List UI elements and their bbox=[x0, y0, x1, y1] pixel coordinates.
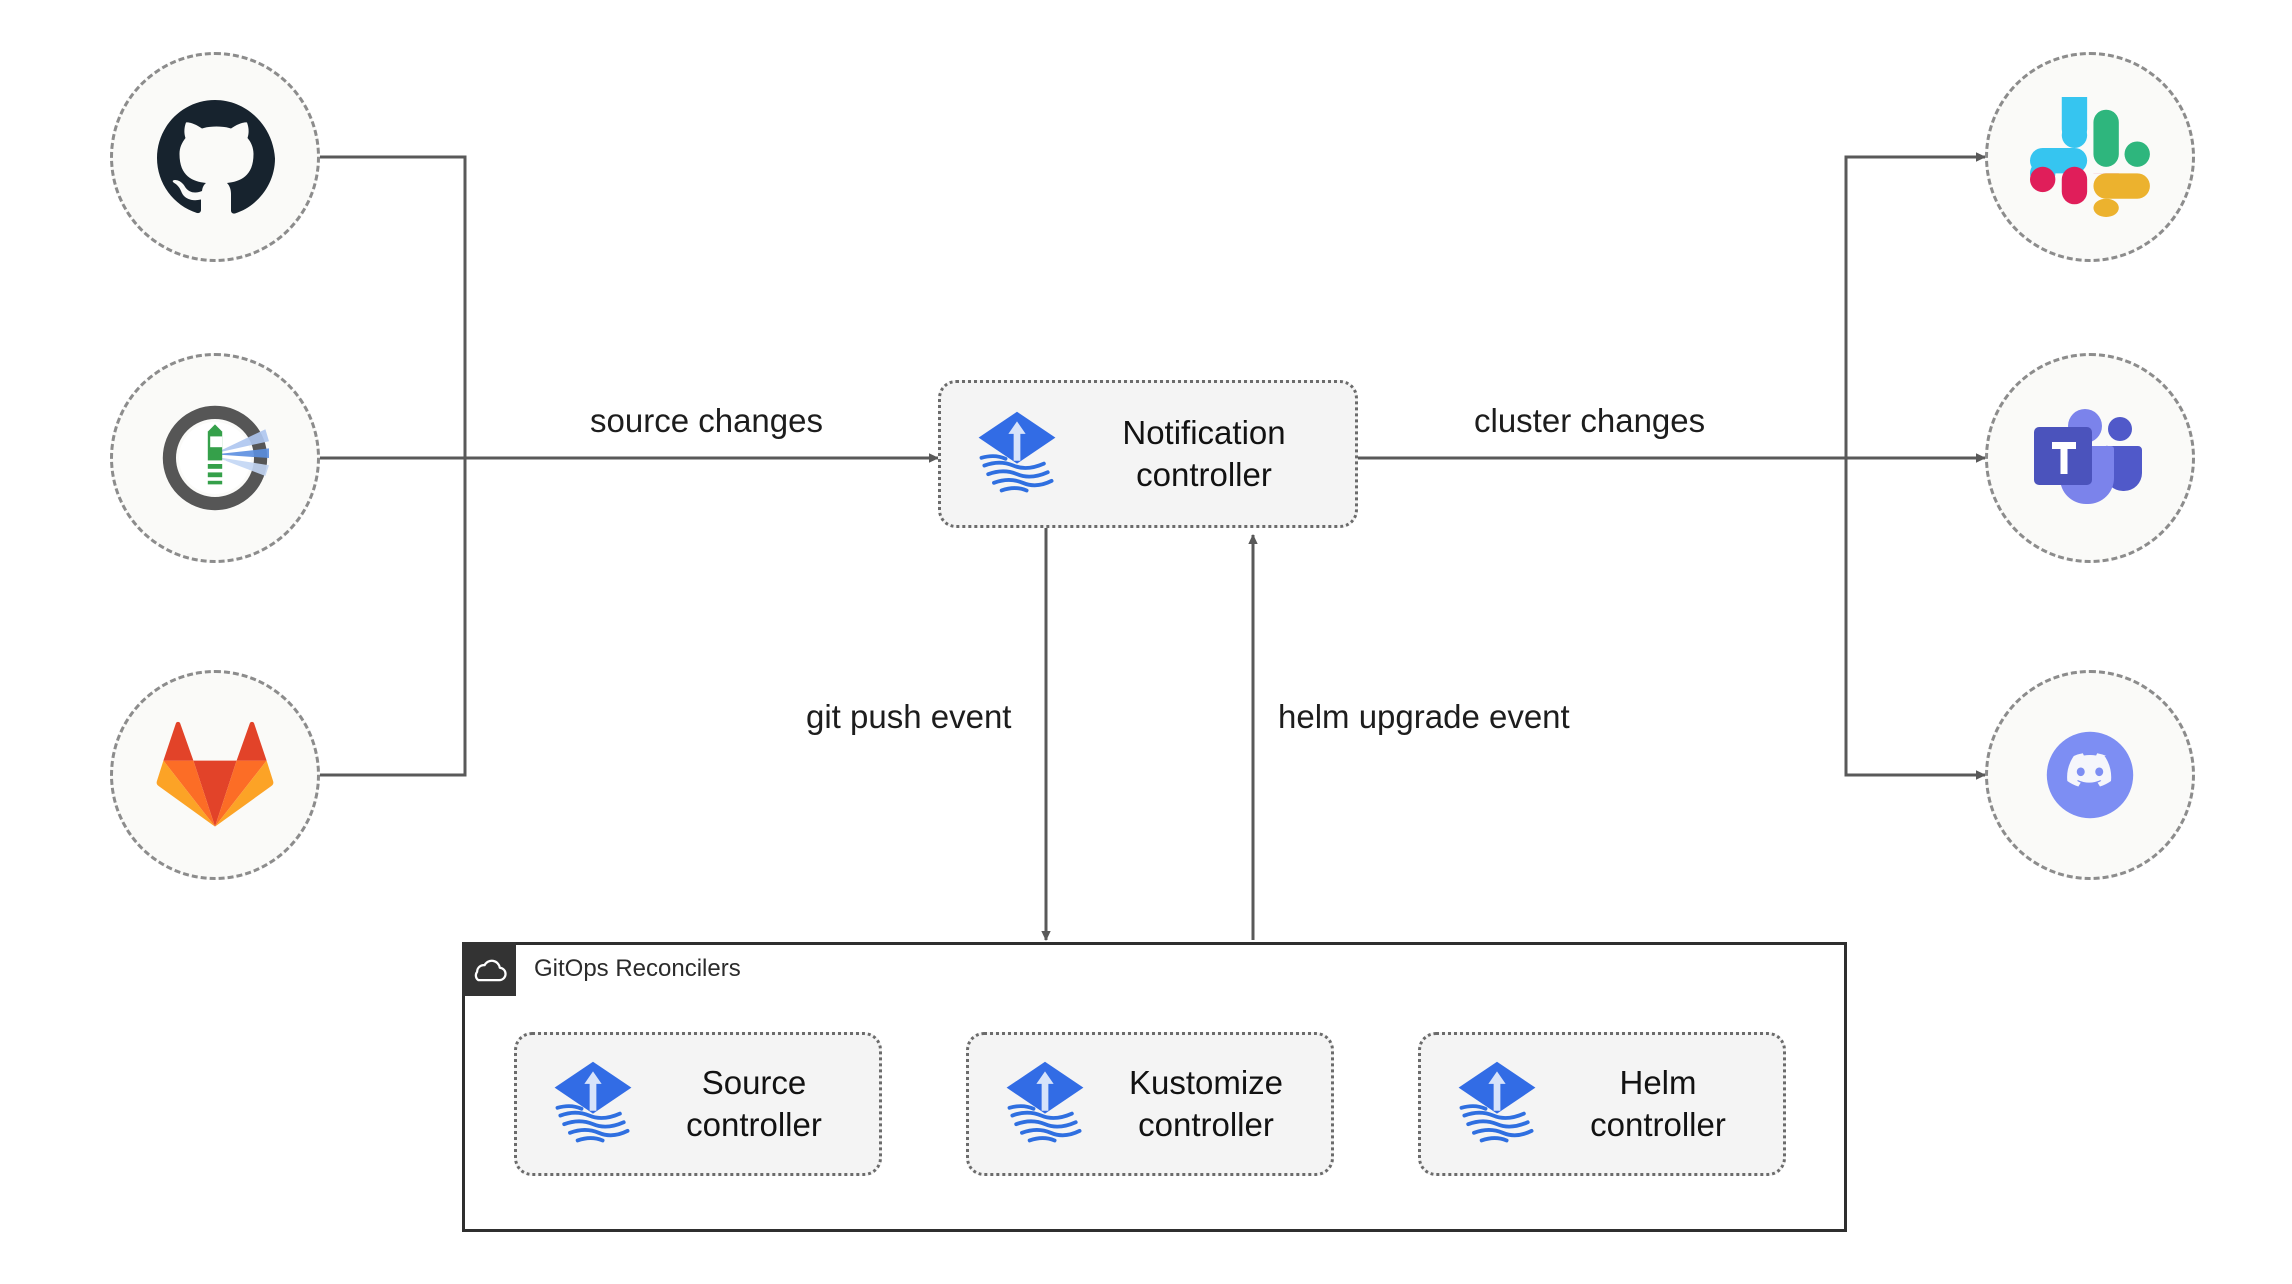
source-node-gitlab[interactable] bbox=[110, 670, 320, 880]
destination-node-teams[interactable] bbox=[1985, 353, 2195, 563]
edge-label-cluster-changes: cluster changes bbox=[1464, 402, 1716, 440]
source-controller-box[interactable]: Source controller bbox=[514, 1032, 882, 1176]
gitops-reconcilers-header: GitOps Reconcilers bbox=[462, 942, 741, 996]
notification-controller-box[interactable]: Notification controller bbox=[938, 380, 1358, 528]
gitops-reconcilers-title: GitOps Reconcilers bbox=[534, 955, 741, 982]
helm-controller-label: Helm controller bbox=[1590, 1063, 1726, 1143]
slack-icon bbox=[2030, 97, 2150, 217]
source-node-github[interactable] bbox=[110, 52, 320, 262]
flux-icon bbox=[978, 411, 1056, 493]
source-controller-label: Source controller bbox=[686, 1063, 822, 1143]
cloud-icon bbox=[474, 959, 507, 982]
notification-controller-label: Notification controller bbox=[1122, 413, 1286, 493]
wire-bus-to-discord bbox=[1844, 458, 1986, 780]
cloud-badge bbox=[462, 942, 516, 996]
microsoft-teams-icon bbox=[2034, 409, 2142, 504]
flux-icon bbox=[1006, 1061, 1084, 1143]
edge-label-helm-upgrade-event: helm upgrade event bbox=[1268, 698, 1580, 736]
discord-icon bbox=[2046, 731, 2134, 819]
github-icon bbox=[157, 100, 275, 214]
wire-gitlab-to-bus bbox=[320, 458, 467, 777]
kustomize-controller-label: Kustomize controller bbox=[1128, 1063, 1284, 1143]
lighthouse-icon bbox=[162, 405, 269, 511]
destination-node-discord[interactable] bbox=[1985, 670, 2195, 880]
gitlab-icon bbox=[156, 721, 274, 827]
wire-bus-to-slack bbox=[1844, 152, 1986, 458]
source-node-lighthouse[interactable] bbox=[110, 353, 320, 563]
destination-node-slack[interactable] bbox=[1985, 52, 2195, 262]
edge-label-source-changes: source changes bbox=[580, 402, 833, 440]
edge-label-git-push-event: git push event bbox=[796, 698, 1022, 736]
flux-icon bbox=[1458, 1061, 1536, 1143]
kustomize-controller-box[interactable]: Kustomize controller bbox=[966, 1032, 1334, 1176]
wire-github-to-bus bbox=[320, 155, 467, 458]
flux-icon bbox=[554, 1061, 632, 1143]
helm-controller-box[interactable]: Helm controller bbox=[1418, 1032, 1786, 1176]
